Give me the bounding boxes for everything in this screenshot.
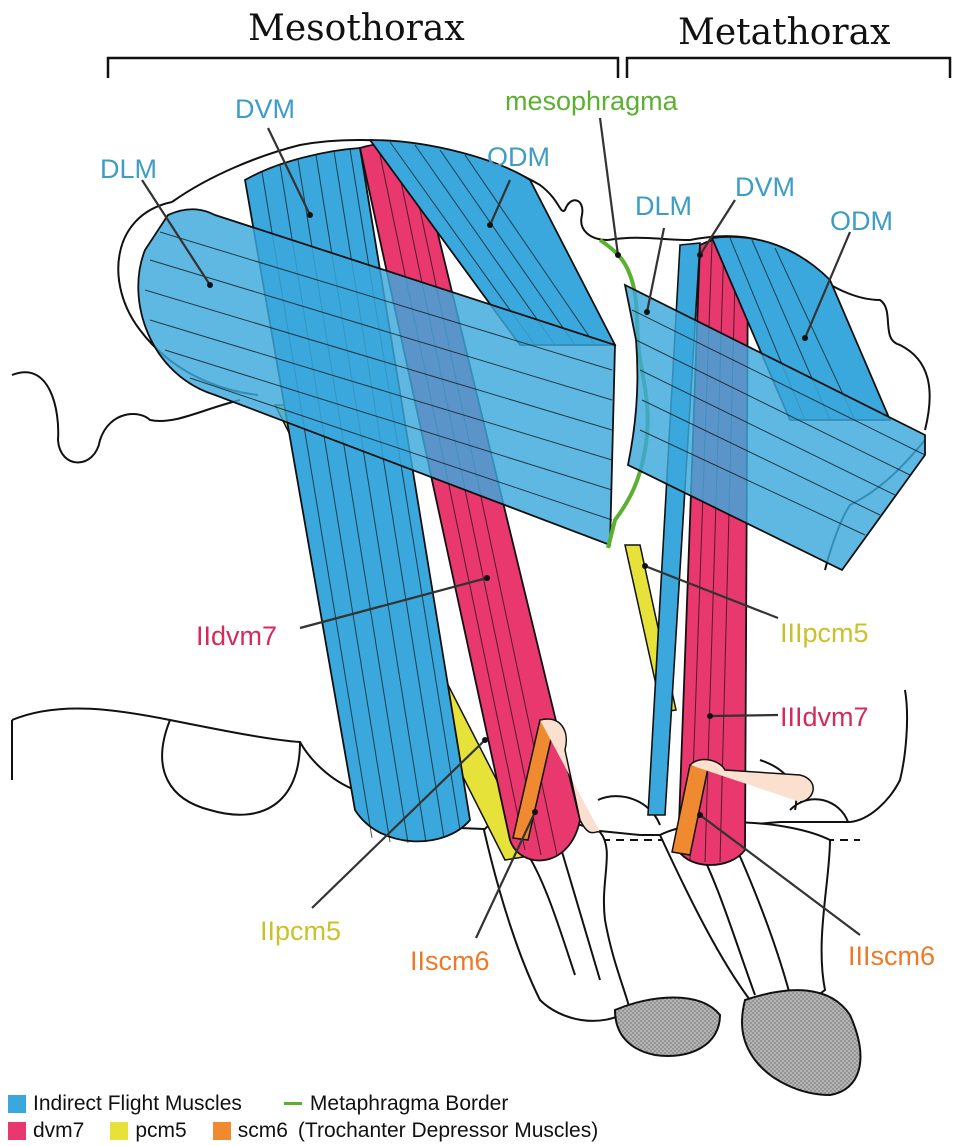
label-meso-dvm: DVM <box>235 94 295 124</box>
metathorax-title: Metathorax <box>678 12 890 53</box>
legend-indirect: Indirect Flight Muscles <box>33 1092 242 1116</box>
legend-row-1: Indirect Flight Muscles Metaphragma Bord… <box>8 1090 598 1117</box>
indirect-swatch <box>8 1095 26 1113</box>
legend-dvm7: dvm7 <box>33 1119 84 1143</box>
scm6-swatch <box>213 1122 231 1140</box>
pcm5-swatch <box>110 1122 128 1140</box>
label-meso-odm: ODM <box>487 142 550 172</box>
label-iidvm7: IIdvm7 <box>196 621 277 651</box>
label-meta-dvm: DVM <box>735 172 795 202</box>
label-iiidvm7: IIIdvm7 <box>780 702 869 732</box>
label-iiipcm5: IIIpcm5 <box>780 618 869 648</box>
label-meso-dlm: DLM <box>100 154 157 184</box>
label-iiiscm6: IIIscm6 <box>848 941 935 971</box>
legend-pcm5: pcm5 <box>135 1119 186 1143</box>
meta-trochanter <box>742 990 860 1095</box>
label-meta-dlm: DLM <box>635 191 692 221</box>
legend-row-2: dvm7 pcm5 scm6 (Trochanter Depressor Mus… <box>8 1117 598 1144</box>
legend-border: Metaphragma Border <box>310 1092 508 1116</box>
mesothorax-bracket <box>108 58 618 78</box>
border-swatch <box>284 1102 302 1105</box>
label-iipcm5: IIpcm5 <box>260 916 341 946</box>
legend-scm6: scm6 <box>238 1119 288 1143</box>
label-iiscm6: IIscm6 <box>410 946 490 976</box>
legend: Indirect Flight Muscles Metaphragma Bord… <box>8 1090 598 1144</box>
legend-trochanter: (Trochanter Depressor Muscles) <box>298 1119 598 1143</box>
label-mesophragma: mesophragma <box>505 86 679 116</box>
metathorax-bracket <box>627 58 950 78</box>
dvm7-swatch <box>8 1122 26 1140</box>
meso-trochanter <box>615 998 720 1056</box>
label-meta-odm: ODM <box>830 206 893 236</box>
mesothorax-title: Mesothorax <box>248 8 465 49</box>
